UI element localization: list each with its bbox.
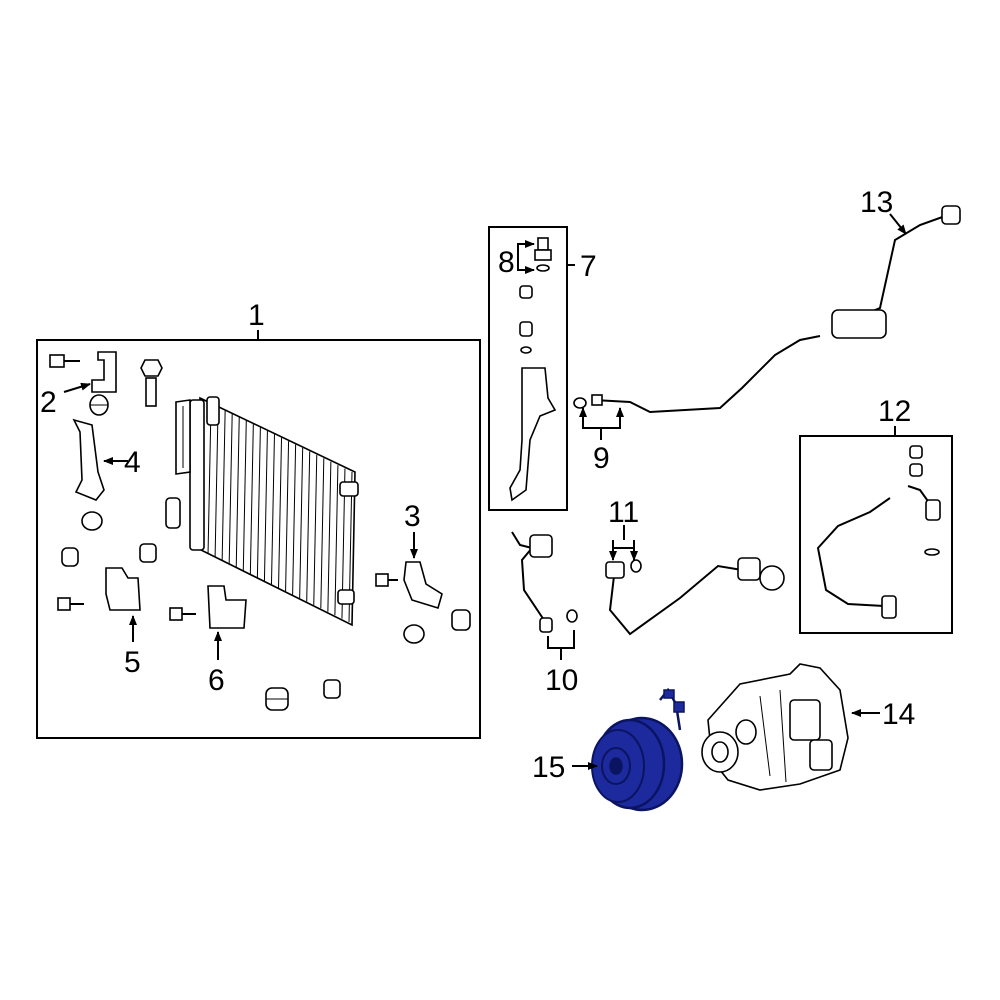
callout-4[interactable]: 4 [124,446,141,479]
callout-14[interactable]: 14 [882,698,915,731]
callout-7[interactable]: 7 [580,250,597,283]
liquid-line-10[interactable] [511,531,553,633]
side-seal-strip[interactable] [175,399,191,475]
condenser-fin [228,413,233,564]
condenser-fin [249,423,254,575]
o-ring-12[interactable] [924,548,940,556]
condenser-fin [263,430,268,581]
ac-compressor[interactable] [701,663,849,791]
discharge-hose[interactable] [591,205,961,414]
cushion-right[interactable] [451,609,471,631]
condenser-fin [278,437,283,588]
callout-9[interactable]: 9 [593,442,610,475]
nut-4[interactable] [81,511,103,531]
receiver-drier[interactable] [509,367,557,502]
condenser-fin [270,434,275,585]
bolt-mid[interactable] [169,607,196,621]
callout-10[interactable]: 10 [545,664,578,697]
callout-15[interactable]: 15 [532,751,565,784]
condenser-fin [207,403,212,554]
condenser-fin [299,447,304,599]
suction-hose-11[interactable] [605,557,785,636]
condenser-fin [242,420,247,571]
condenser-fin [292,444,297,595]
suction-group-box [799,435,953,634]
cushion-small[interactable] [139,543,157,563]
upper-mount-cushion[interactable] [165,497,181,529]
callout-2[interactable]: 2 [40,386,57,419]
cap-12[interactable] [909,445,923,477]
callout-1[interactable]: 1 [248,299,265,332]
condenser-fin [320,458,325,609]
cushion-bottom[interactable] [323,679,341,699]
callout-3[interactable]: 3 [404,500,421,533]
callout-8[interactable]: 8 [498,246,515,279]
callout-11[interactable]: 11 [608,496,639,529]
cap-plug[interactable] [519,285,533,299]
compressor-clutch[interactable] [591,687,685,812]
callout-12[interactable]: 12 [878,395,911,428]
receiver-group-box [488,226,568,511]
bolt-left-top[interactable] [49,354,80,368]
condenser-fin [334,465,339,616]
callout-5[interactable]: 5 [124,646,141,679]
bracket-3[interactable] [403,561,443,610]
grommet-bottom[interactable] [265,687,289,711]
nut-right[interactable] [403,624,425,644]
o-ring-10[interactable] [566,609,578,623]
condenser-fin [327,461,332,612]
grommet-upper[interactable] [89,394,109,416]
bracket-5[interactable] [105,567,141,611]
callout-6[interactable]: 6 [208,664,225,697]
bolt-left-bottom[interactable] [57,597,84,611]
callout-13[interactable]: 13 [860,186,893,219]
condenser[interactable] [189,396,359,627]
condenser-fin [214,406,219,557]
condenser-fin [235,417,240,568]
condenser-fin [285,441,290,592]
bolt-right[interactable] [375,573,398,587]
o-ring-9[interactable] [573,397,587,409]
o-ring-11[interactable] [630,559,642,573]
valve-core[interactable] [519,321,533,354]
bracket-4[interactable] [72,418,105,501]
condenser-fin [221,410,226,561]
grommet-left[interactable] [61,547,79,567]
upper-bracket-2[interactable] [91,351,117,393]
bracket-6[interactable] [207,585,247,629]
pressure-switch[interactable] [534,237,552,272]
suction-hose-12[interactable] [816,485,941,619]
condenser-fin [306,451,311,602]
condenser-fin [313,454,318,605]
stud-nut[interactable] [140,359,163,407]
condenser-fin [256,427,261,578]
